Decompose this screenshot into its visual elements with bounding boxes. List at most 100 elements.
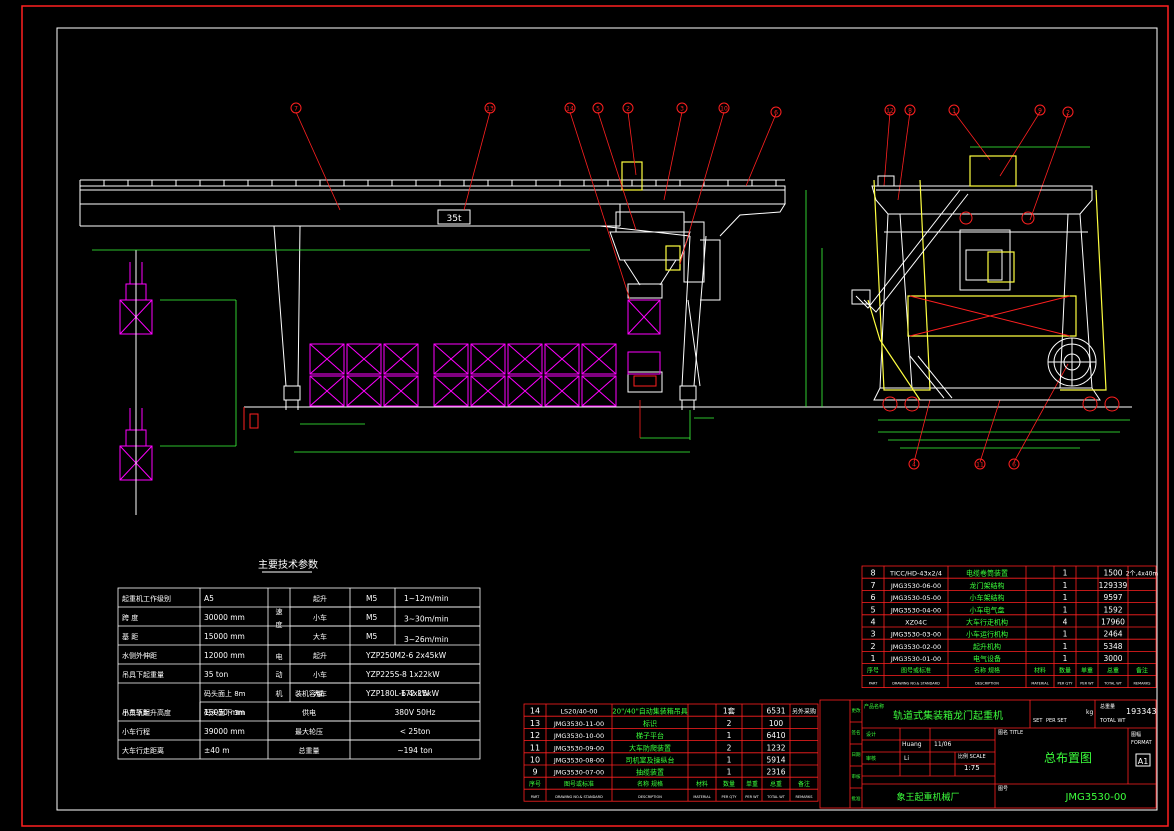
balloon-label: 12: [886, 108, 894, 115]
spec-value: 15050 mm: [204, 708, 245, 717]
bom-code: LS20/40-00: [560, 708, 597, 716]
spec-title: 主要技术参数: [258, 558, 318, 571]
spec-value: 39000 mm: [204, 727, 245, 736]
speed-item: 起升: [313, 594, 327, 603]
spec-bottom-label: 供电: [302, 708, 316, 717]
bom-name: 梯子平台: [636, 731, 664, 740]
balloon-label: 2: [1066, 110, 1070, 117]
bom-header-en: PER WT: [745, 795, 759, 799]
spec-value: ±40 m: [204, 746, 230, 755]
balloon-label: 10: [720, 106, 728, 113]
bom-name: 大车防爬装置: [629, 743, 671, 752]
bom-no: 2: [870, 642, 875, 651]
bom-header: 材料: [696, 780, 708, 788]
outer-frame: [21, 5, 1169, 827]
bom-code: JMG3530-03-00: [890, 631, 941, 639]
balloon: [770, 106, 782, 118]
motor-value: YZP250M2-6 2x45kW: [365, 651, 447, 660]
balloon-label: 8: [908, 108, 912, 115]
balloon-label: 7: [294, 106, 298, 113]
bom-name: 抽缆装置: [636, 768, 664, 777]
bom-no: 11: [530, 743, 540, 752]
bom-qty: 1: [1063, 593, 1068, 602]
balloon-label: 2: [626, 106, 630, 113]
lift-height-value: 码头面上 8m: [204, 689, 246, 698]
bom-code: JMG3530-07-00: [553, 769, 604, 777]
spec-label: 吊具下起重量: [122, 671, 164, 679]
bom-code: JMG3530-08-00: [553, 757, 604, 765]
balloon: [884, 104, 896, 116]
bom-qty: 1: [1063, 569, 1068, 578]
svg-text:设计: 设计: [866, 731, 876, 738]
bom-qty: 4: [1063, 618, 1068, 627]
bom-header: 数量: [1059, 667, 1071, 675]
spec-bottom-label: 最大轮压: [295, 727, 323, 736]
trolley-highlight: [621, 161, 643, 191]
revision-label: 签名: [852, 729, 861, 736]
bom-header: 单重: [746, 780, 758, 788]
bom-qty: 1: [1063, 581, 1068, 590]
bom-weight: 9597: [1103, 593, 1122, 602]
spec-label: 水侧外伸距: [122, 651, 157, 660]
bom-header: 总重: [1107, 667, 1119, 675]
bom-name: 起升机构: [973, 642, 1001, 651]
bom-header-en: TOTAL WT: [1103, 682, 1123, 686]
svg-text:TOTAL WT: TOTAL WT: [1099, 718, 1126, 724]
bom-header-en: MATERIAL: [693, 795, 710, 799]
spec-label: 小车轨距: [122, 708, 150, 717]
bom-code: JMG3530-01-00: [890, 655, 941, 663]
product-name: 轨道式集装箱龙门起重机: [893, 709, 1003, 722]
bom-header-en: DRAWING NO.& STANDARD: [555, 795, 603, 799]
bom-weight: 1500: [1103, 569, 1122, 578]
spec-label: 基 距: [122, 632, 138, 641]
bom-header-en: DRAWING NO.& STANDARD: [892, 682, 940, 686]
spec-bottom-value: 172 kW: [401, 689, 430, 698]
spec-label: 大车行走距离: [122, 746, 164, 755]
bom-header: 数量: [723, 780, 735, 788]
railing-posts: [79, 180, 777, 186]
bom-header: 名称 规格: [637, 780, 663, 788]
bom-weight: 1232: [766, 743, 785, 752]
balloon: [974, 458, 986, 470]
bom-header: 备注: [1136, 667, 1148, 675]
bom-no: 12: [530, 731, 540, 740]
bom-qty: 1: [1063, 630, 1068, 639]
bom-qty: 1: [1063, 654, 1068, 663]
bom-qty: 1: [727, 768, 732, 777]
revision-label: 日期: [852, 752, 861, 758]
spec-bottom-label: 装机容量: [295, 689, 323, 698]
bom-code: JMG3530-11-00: [553, 720, 604, 728]
bom-name: 小车运行机构: [966, 630, 1008, 639]
company-name: 象王起重机械厂: [896, 791, 959, 803]
bom-header: 图号或标准: [564, 780, 594, 788]
bom-no: 13: [530, 719, 540, 728]
balloon: [484, 102, 496, 114]
spec-group-label: 机: [276, 689, 283, 698]
balloon: [290, 102, 302, 114]
bom-name: 司机室及操纵台: [626, 756, 675, 765]
bom-weight: 129339: [1099, 581, 1128, 590]
title-block: [819, 699, 1157, 809]
bom-weight: 6410: [766, 731, 785, 740]
spec-label: 小车行程: [122, 727, 150, 736]
svg-text:比例 SCALE: 比例 SCALE: [958, 753, 986, 760]
bom-code: JMG3530-04-00: [890, 606, 941, 614]
bom-header-en: DESCRIPTION: [638, 795, 662, 799]
spec-group-label: 速: [276, 608, 283, 616]
bom-no: 10: [530, 756, 540, 765]
spec-value: 12000 mm: [204, 651, 245, 660]
revision-label: 更改: [852, 707, 861, 714]
svg-text:总重量: 总重量: [1100, 703, 1115, 710]
bom-code: JMG3530-06-00: [890, 582, 941, 590]
spec-value: 30000 mm: [204, 613, 245, 622]
balloon-label: 4: [912, 462, 916, 469]
bom-no: 14: [530, 707, 540, 716]
bom-header: 图号或标准: [901, 667, 931, 675]
balloon: [1008, 458, 1020, 470]
bom-name: 小车电气盘: [970, 605, 1005, 614]
motor-item: 起升: [313, 651, 327, 660]
bom-header-en: PER QTY: [722, 795, 738, 799]
bom-header: 材料: [1034, 667, 1046, 675]
svg-text:FORMAT: FORMAT: [1131, 740, 1153, 746]
